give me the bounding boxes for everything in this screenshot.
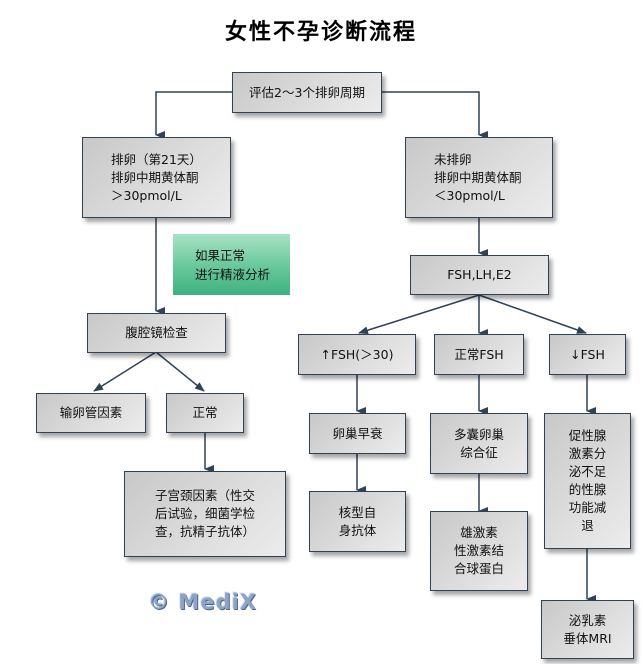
node-hormones: FSH,LH,E2	[410, 255, 549, 295]
node-anovulation: 未排卵 排卵中期黄体酮 ＜30pmol/L	[405, 137, 553, 218]
semen-analysis-note: 如果正常 进行精液分析	[173, 234, 290, 295]
node-fsh-low: ↓FSH	[549, 334, 626, 375]
node-tubal: 输卵管因素	[36, 393, 146, 433]
connector-hormones-fsh-low	[478, 294, 587, 334]
node-ovulation: 排卵（第21天） 排卵中期黄体酮 ＞30pmol/L	[82, 137, 231, 218]
node-fsh-normal: 正常FSH	[434, 334, 524, 375]
connector-evaluate-ovulation	[155, 91, 232, 139]
node-androgen: 雄激素 性激素结 合球蛋白	[430, 511, 528, 591]
node-evaluate-label: 评估2～3个排卵周期	[249, 84, 365, 100]
node-fsh-high: ↑FSH(＞30)	[298, 334, 416, 375]
node-prolactin: 泌乳素 垂体MRI	[541, 600, 634, 659]
node-fsh-high-label: ↑FSH(＞30)	[320, 346, 394, 362]
page-title: 女性不孕诊断流程	[224, 19, 417, 45]
node-ovarian-failure: 卵巢早衰	[309, 413, 406, 454]
node-prolactin-label: 泌乳素 垂体MRI	[563, 612, 612, 646]
connector-laparoscopy-tubal	[93, 351, 157, 392]
node-evaluate: 评估2～3个排卵周期	[232, 72, 382, 113]
node-pcos: 多囊卵巢 综合征	[430, 413, 528, 474]
node-laparoscopy: 腹腔镜检查	[87, 313, 226, 353]
node-cervical: 子宫颈因素（性交 后试验，细菌学检 查，抗精子抗体）	[124, 471, 286, 557]
node-karyotype: 核型自 身抗体	[309, 491, 406, 552]
node-hypogonadism-label: 促性腺 激素分 泌不足 的性腺 功能减 退	[568, 428, 607, 533]
node-fsh-normal-label: 正常FSH	[454, 346, 504, 362]
node-normal-label: 正常	[192, 405, 218, 420]
node-androgen-label: 雄激素 性激素结 合球蛋白	[453, 525, 504, 576]
node-karyotype-label: 核型自 身抗体	[338, 504, 377, 538]
node-ovarian-failure-label: 卵巢早衰	[332, 425, 383, 441]
node-ovulation-label: 排卵（第21天） 排卵中期黄体酮 ＞30pmol/L	[111, 151, 202, 203]
node-pcos-label: 多囊卵巢 综合征	[453, 426, 504, 460]
node-cervical-label: 子宫颈因素（性交 后试验，细菌学检 查，抗精子抗体）	[154, 488, 255, 539]
node-hormones-label: FSH,LH,E2	[447, 267, 512, 282]
node-tubal-label: 输卵管因素	[59, 405, 123, 420]
medix-watermark: © MediX	[148, 590, 257, 614]
connector-hormones-fsh-high	[358, 294, 480, 335]
node-laparoscopy-label: 腹腔镜检查	[125, 325, 188, 340]
semen-analysis-note-label: 如果正常 进行精液分析	[195, 247, 271, 282]
connector-evaluate-anovulation	[381, 91, 488, 139]
node-normal: 正常	[166, 393, 244, 433]
connector-laparoscopy-normal	[155, 351, 205, 392]
node-hypogonadism: 促性腺 激素分 泌不足 的性腺 功能减 退	[544, 413, 631, 549]
node-fsh-low-label: ↓FSH	[570, 346, 605, 362]
node-anovulation-label: 未排卵 排卵中期黄体酮 ＜30pmol/L	[434, 151, 522, 203]
